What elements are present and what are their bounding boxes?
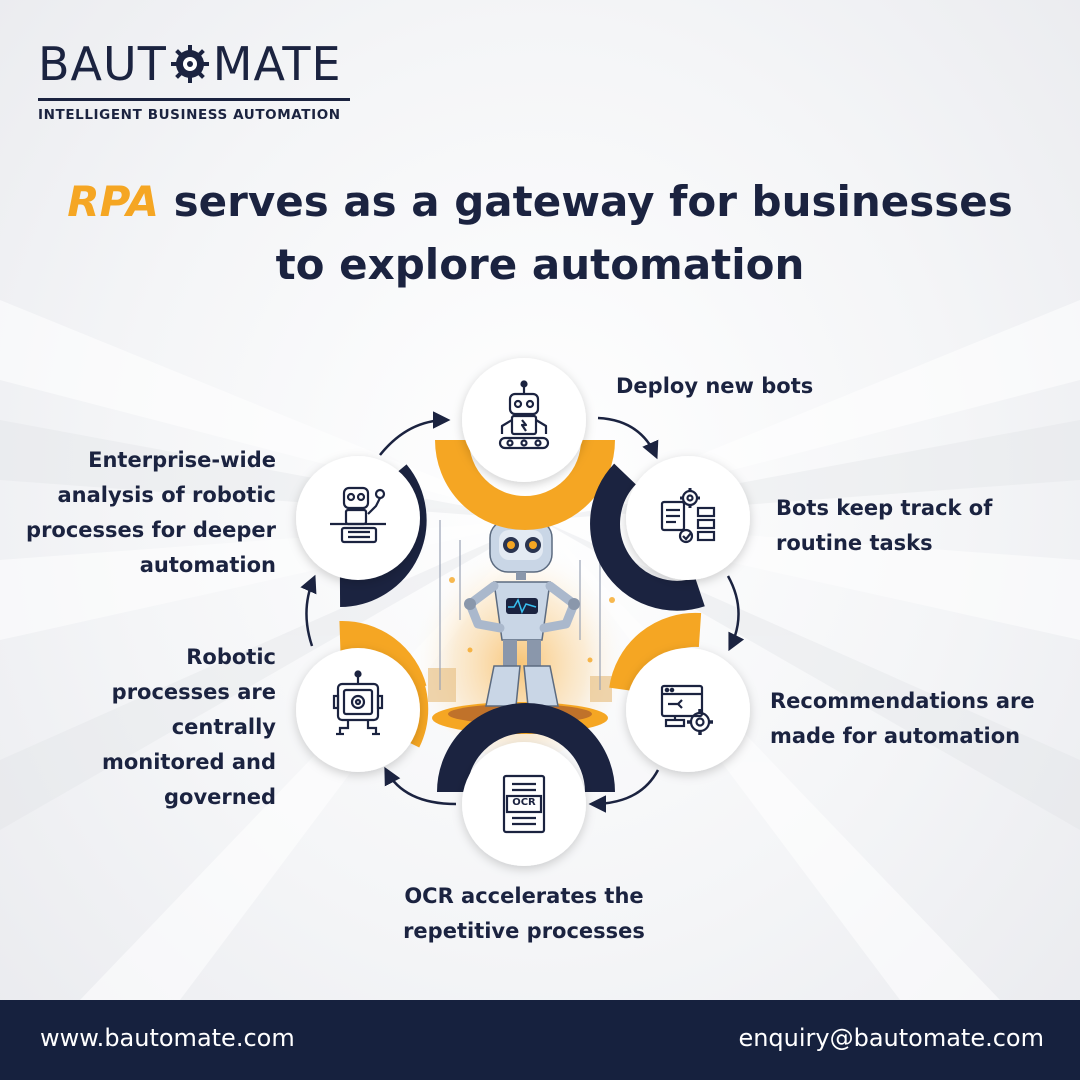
step-1-circle (462, 358, 586, 482)
gear-o-icon (170, 45, 209, 83)
arrow-top-to-right (597, 416, 659, 460)
step-4-circle (462, 742, 586, 866)
step-5-label: Robotic processes are centrally monitore… (101, 645, 276, 809)
brand-wordmark: BAUT MATE (38, 38, 358, 90)
arrow-lowleft-to-upperleft (300, 574, 317, 647)
step-3-label: Recommendations are made for automation (770, 689, 1035, 748)
step-2-circle (626, 456, 750, 580)
arrow-right-to-lowright (726, 575, 745, 652)
ocr-document-icon (502, 774, 546, 834)
headline-accent: RPA (67, 177, 160, 226)
monitor-gear-icon (660, 684, 713, 735)
brand-name-start: BAUT (38, 37, 167, 91)
step-1-label: Deploy new bots (616, 374, 814, 398)
website-link[interactable]: www.bautomate.com (40, 1024, 295, 1052)
page-title: RPA serves as a gateway for businesses t… (0, 170, 1080, 296)
brand-logo[interactable]: BAUT MATE INTELLIGENT BUSINESS AUTOMATIO… (38, 38, 358, 123)
footer-bar: www.bautomate.com enquiry@bautomate.com (0, 1000, 1080, 1080)
step-6-label: Enterprise-wide analysis of robotic proc… (26, 448, 276, 577)
arc-top-orange (435, 439, 615, 530)
arrow-to-top (379, 411, 451, 456)
step-6-circle (296, 456, 420, 580)
robot-keyboard-icon (330, 486, 386, 544)
email-link[interactable]: enquiry@bautomate.com (738, 1024, 1044, 1052)
arc-upper-right-navy (590, 463, 705, 611)
arrow-lowright-to-bottom (588, 769, 660, 813)
brand-name-end: MATE (212, 37, 342, 91)
arc-bottom-navy (437, 703, 615, 793)
step-2-label: Bots keep track of routine tasks (776, 496, 993, 555)
step-3-circle (626, 648, 750, 772)
headline-line-1-rest: serves as a gateway for businesses (159, 177, 1013, 226)
rpa-cycle-diagram: OCR (296, 358, 750, 866)
step-5-circle (296, 648, 420, 772)
step-4-label: OCR accelerates the repetitive processes (403, 884, 645, 943)
brand-tagline: INTELLIGENT BUSINESS AUTOMATION (38, 107, 341, 123)
robot-monitor-icon (332, 670, 384, 736)
arrow-bottom-to-lowleft (384, 766, 457, 806)
headline-line-2: to explore automation (275, 240, 805, 289)
central-robot (464, 519, 580, 707)
workflow-gear-icon (660, 488, 716, 544)
arc-right-orange (609, 612, 702, 694)
headline-line-1: RPA serves as a gateway for businesses (0, 170, 1080, 233)
ocr-icon-text: OCR (512, 797, 536, 808)
robot-icon (498, 380, 550, 450)
logo-divider (38, 98, 350, 101)
